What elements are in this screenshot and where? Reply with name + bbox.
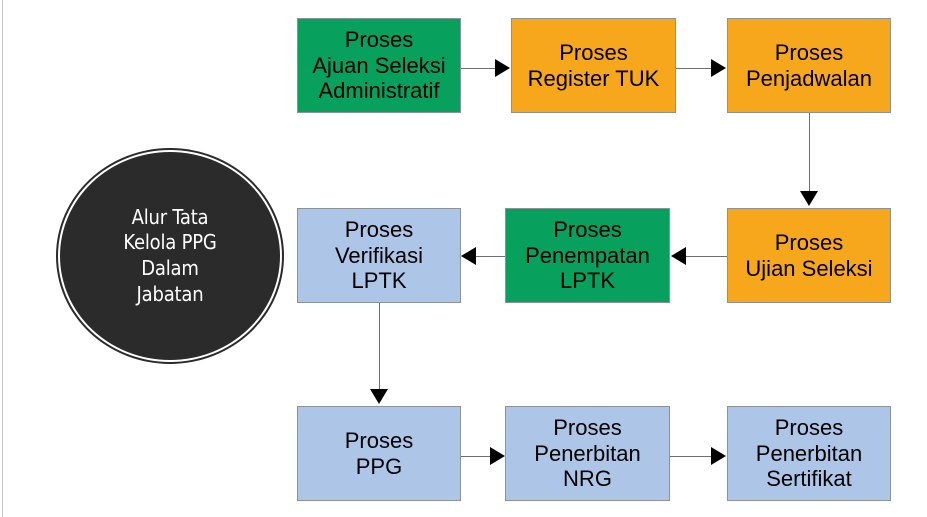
edge-nrg-to-sertifikat — [670, 456, 712, 457]
arrowhead-right-icon — [490, 447, 505, 465]
node-proses-penempatan-lptk[interactable]: Proses Penempatan LPTK — [505, 208, 670, 303]
node-proses-penerbitan-sertifikat[interactable]: Proses Penerbitan Sertifikat — [727, 406, 891, 501]
diagram-title-text: Alur Tata Kelola PPG Dalam Jabatan — [123, 204, 217, 306]
node-label: Proses Penempatan LPTK — [525, 216, 650, 294]
node-label: Proses Penjadwalan — [746, 39, 872, 91]
edge-ajuan-to-register — [461, 68, 497, 69]
node-proses-penerbitan-nrg[interactable]: Proses Penerbitan NRG — [505, 406, 670, 501]
node-proses-ujian-seleksi[interactable]: Proses Ujian Seleksi — [727, 208, 891, 303]
node-proses-verifikasi-lptk[interactable]: Proses Verifikasi LPTK — [297, 208, 461, 303]
edge-register-to-penjadwalan — [676, 68, 712, 69]
edge-verifikasi-to-ppg — [379, 303, 380, 391]
arrowhead-down-icon — [800, 191, 818, 206]
node-proses-ppg[interactable]: Proses PPG — [297, 406, 461, 501]
arrowhead-left-icon — [671, 247, 686, 265]
diagram-title-medallion: Alur Tata Kelola PPG Dalam Jabatan — [58, 150, 282, 362]
node-label: Proses Penerbitan Sertifikat — [755, 414, 863, 492]
node-label: Proses Register TUK — [527, 39, 660, 91]
node-label: Proses Ajuan Seleksi Administratif — [312, 26, 446, 104]
arrowhead-down-icon — [370, 389, 388, 404]
node-label: Proses Verifikasi LPTK — [334, 216, 424, 294]
node-label: Proses Ujian Seleksi — [745, 229, 873, 281]
edge-ppg-to-nrg — [461, 456, 491, 457]
node-proses-register-tuk[interactable]: Proses Register TUK — [511, 18, 676, 113]
arrowhead-right-icon — [711, 59, 726, 77]
left-edge-rule — [2, 0, 3, 517]
edge-ujian-to-penempatan — [686, 256, 727, 257]
arrowhead-right-icon — [495, 59, 510, 77]
node-label: Proses PPG — [344, 427, 414, 479]
arrowhead-right-icon — [711, 447, 726, 465]
edge-penjadwalan-to-ujian — [809, 113, 810, 193]
edge-penempatan-to-verifikasi — [476, 256, 505, 257]
node-proses-penjadwalan[interactable]: Proses Penjadwalan — [727, 18, 891, 113]
node-label: Proses Penerbitan NRG — [534, 414, 641, 492]
arrowhead-left-icon — [461, 247, 476, 265]
node-proses-ajuan-seleksi-administratif[interactable]: Proses Ajuan Seleksi Administratif — [297, 18, 461, 113]
